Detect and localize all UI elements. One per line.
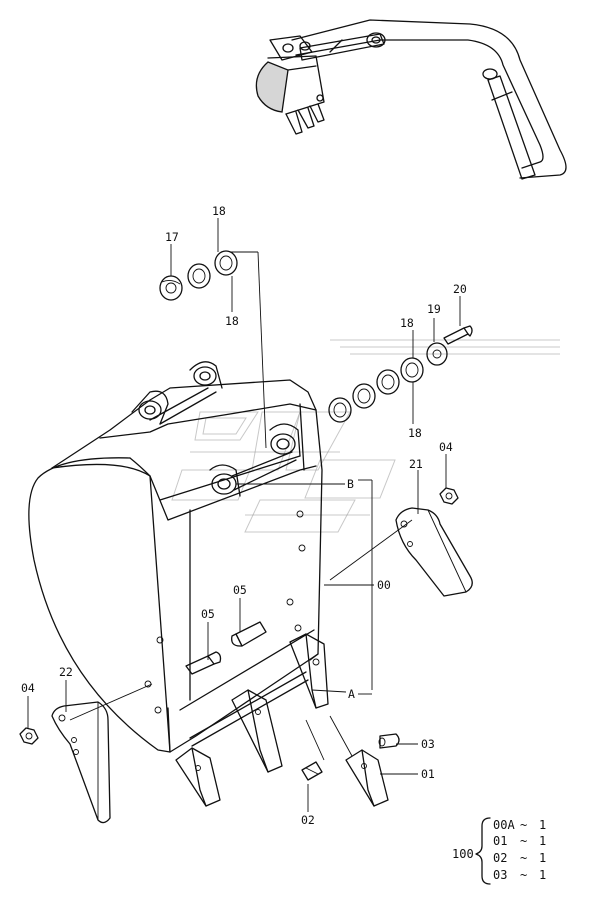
- callout-05-left: 05: [201, 607, 215, 621]
- callout-18-left: 18: [225, 314, 239, 328]
- callout-02: 02: [301, 813, 315, 827]
- callout-21: 21: [409, 457, 423, 471]
- callout-18-right: 18: [400, 316, 414, 330]
- kit-row-part: 00A: [493, 818, 515, 832]
- callout-22: 22: [59, 665, 73, 679]
- kit-row-part: 02: [493, 851, 507, 865]
- callout-03: 03: [421, 737, 435, 751]
- bucket-teeth: [175, 633, 400, 807]
- kit-row-part: 01: [493, 834, 507, 848]
- excavator-arm-overview: [255, 19, 567, 180]
- kit-row-qty: 1: [539, 851, 546, 865]
- kit-row-sep: ~: [520, 851, 527, 865]
- hardware: [19, 250, 473, 745]
- kit-row-sep: ~: [520, 834, 527, 848]
- kit-row-sep: ~: [520, 818, 527, 832]
- callout-01: 01: [421, 767, 435, 781]
- side-cutters: [51, 507, 473, 824]
- kit-row-sep: ~: [520, 868, 527, 882]
- callout-labels: 17 18 18 18 18 19 20 04 21 B 00 05 05 04…: [21, 204, 467, 827]
- watermark-logo: [171, 339, 560, 533]
- callout-18-right-lower: 18: [408, 426, 422, 440]
- kit-row-qty: 1: [539, 834, 546, 848]
- kit-row-qty: 1: [539, 868, 546, 882]
- kit-row-part: 03: [493, 868, 507, 882]
- callout-b: B: [347, 477, 354, 491]
- callout-20: 20: [453, 282, 467, 296]
- kit-brace: [475, 817, 491, 885]
- kit-group-number: 100: [452, 847, 474, 861]
- callout-17: 17: [165, 230, 179, 244]
- bucket-body: [28, 361, 323, 753]
- callout-18-top: 18: [212, 204, 226, 218]
- leader-lines: [27, 218, 461, 812]
- callout-19: 19: [427, 302, 441, 316]
- kit-row-qty: 1: [539, 818, 546, 832]
- callout-a: A: [348, 687, 355, 701]
- callout-05-mid: 05: [233, 583, 247, 597]
- kit-composition-table: 100 00A ~ 1 01 ~ 1 02 ~ 1 03 ~ 1: [452, 817, 546, 885]
- callout-04-left: 04: [21, 681, 35, 695]
- callout-04-right: 04: [439, 440, 453, 454]
- callout-00: 00: [377, 578, 391, 592]
